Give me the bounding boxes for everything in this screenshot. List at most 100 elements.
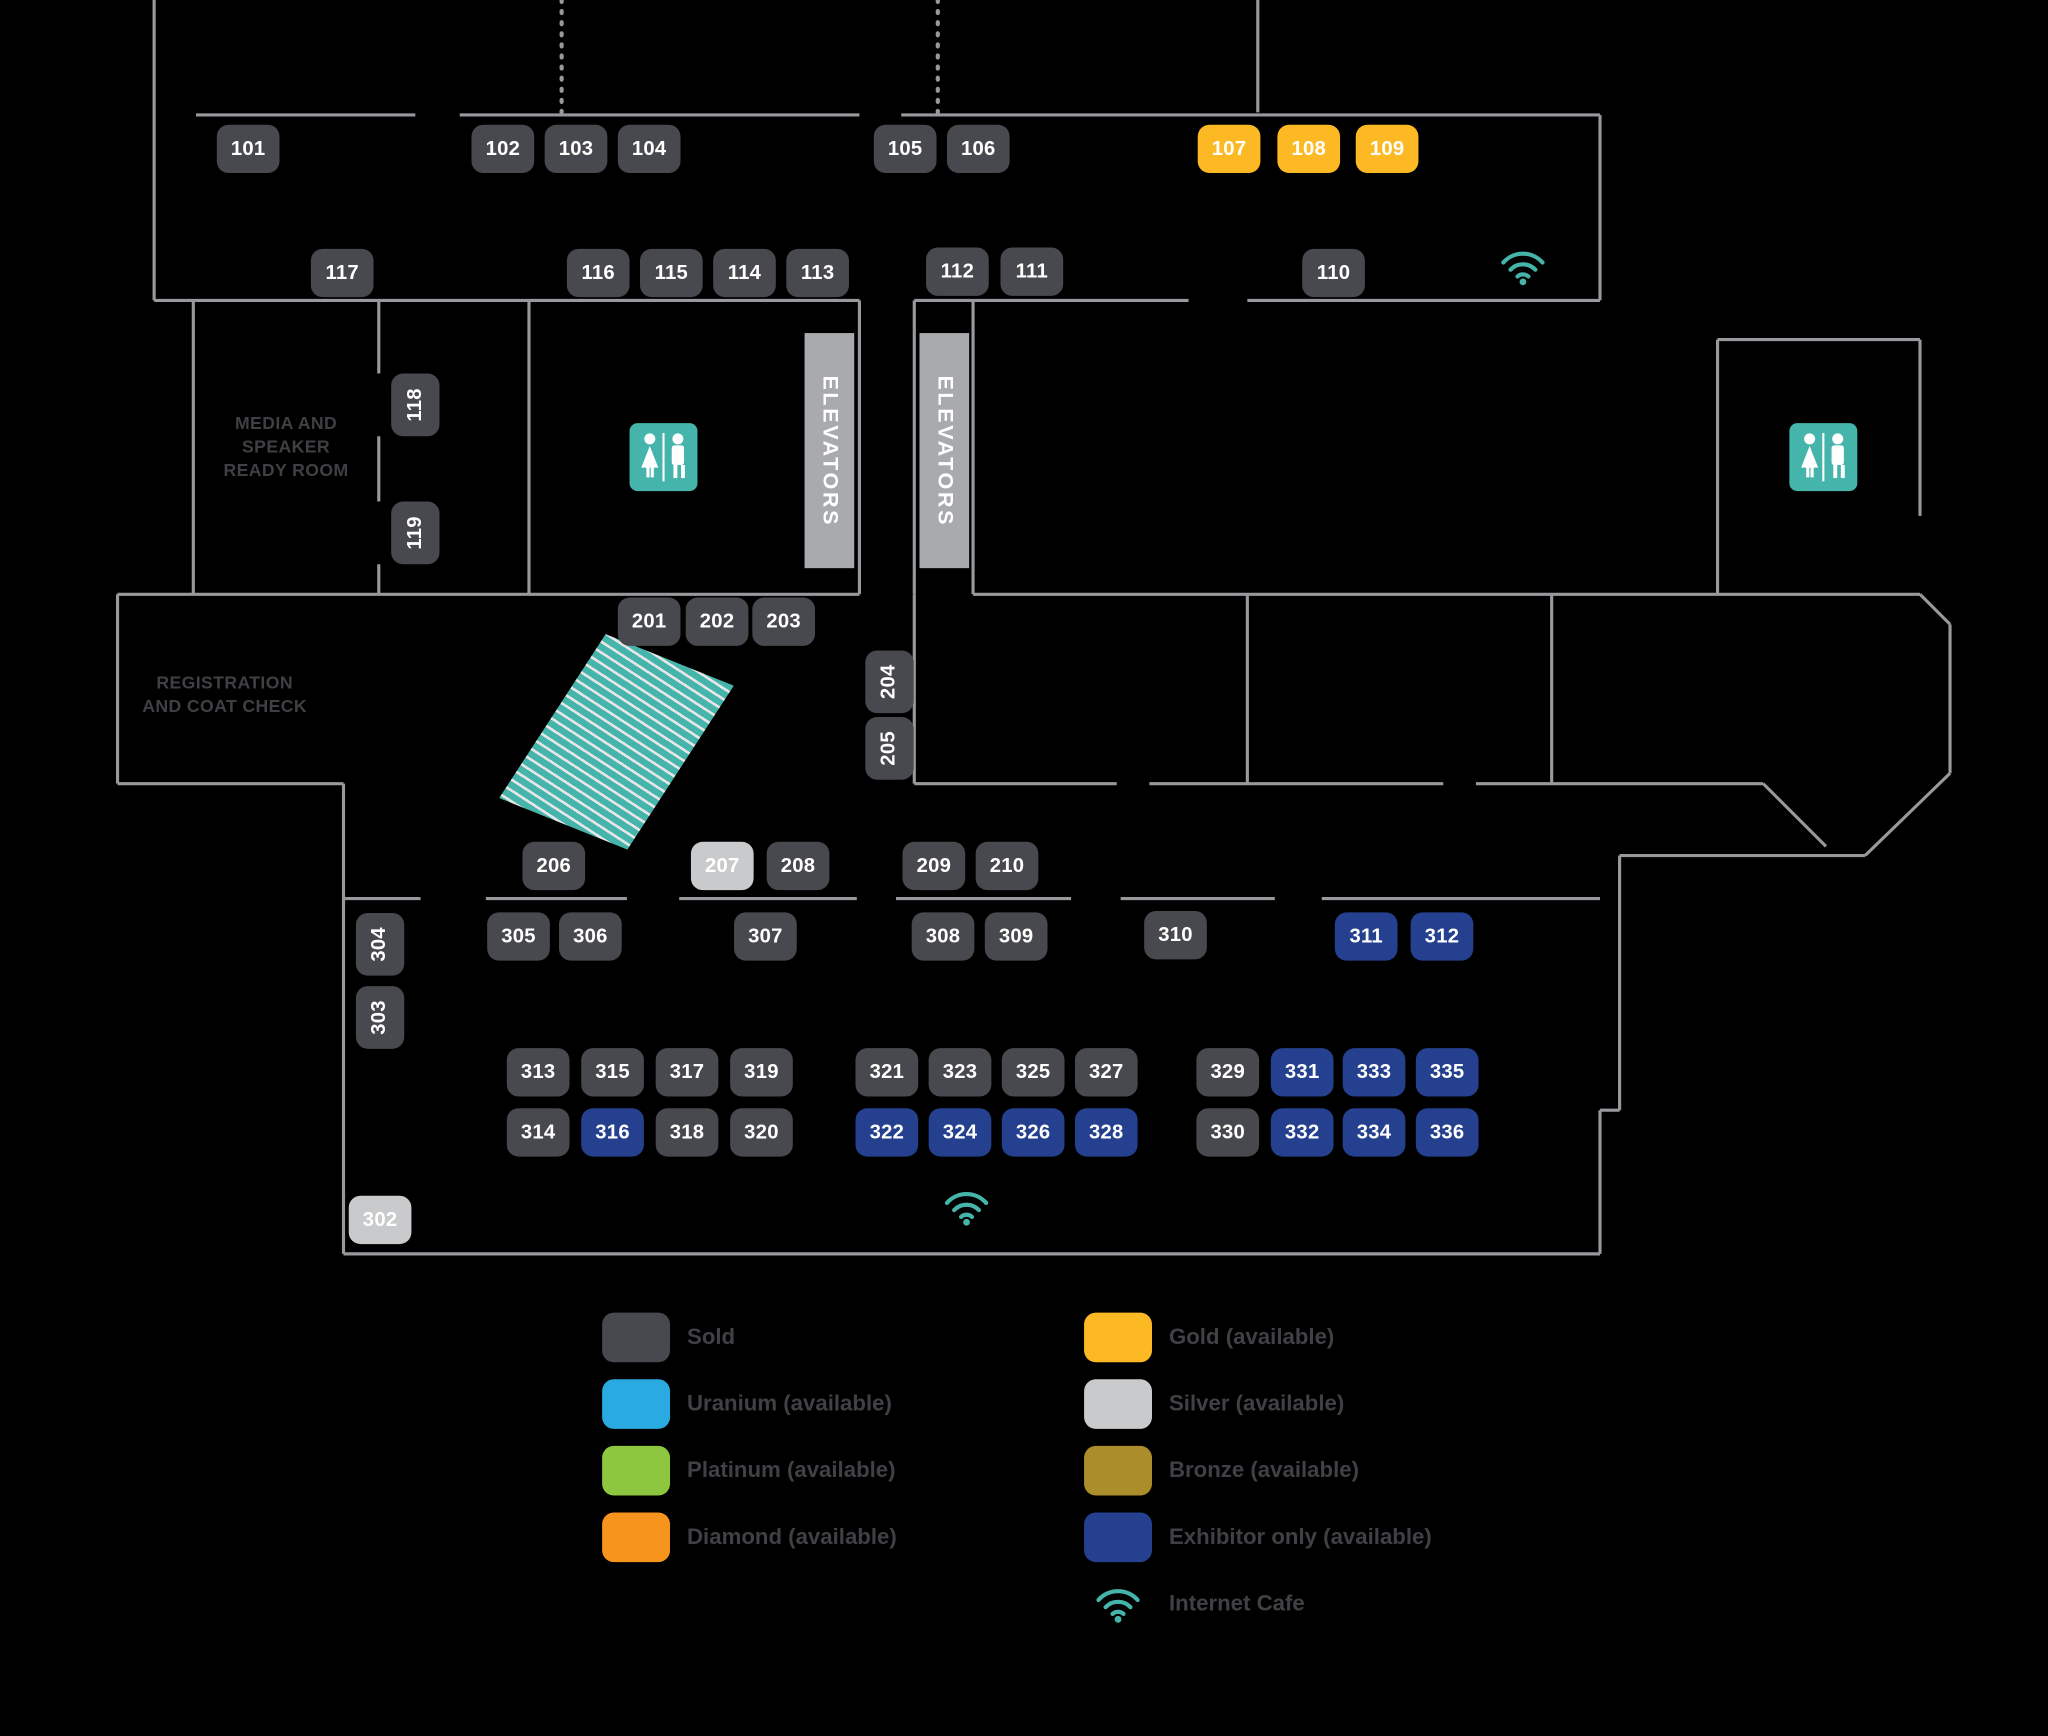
booth-105[interactable]: 105 xyxy=(873,124,937,174)
booth-318[interactable]: 318 xyxy=(655,1108,719,1157)
booth-number: 304 xyxy=(368,927,391,962)
booth-330[interactable]: 330 xyxy=(1196,1108,1260,1157)
legend-label: Diamond (available) xyxy=(687,1524,897,1550)
booth-321[interactable]: 321 xyxy=(855,1048,919,1097)
booth-112[interactable]: 112 xyxy=(926,247,989,296)
booth-109[interactable]: 109 xyxy=(1355,124,1419,174)
booth-204[interactable]: 204 xyxy=(865,650,914,714)
booth-number: 104 xyxy=(631,137,667,160)
booth-116[interactable]: 116 xyxy=(566,248,630,298)
legend-item-wifi: Internet Cafe xyxy=(1084,1579,1305,1629)
booth-number: 113 xyxy=(800,261,835,284)
booth-number: 326 xyxy=(1015,1120,1051,1143)
booth-308[interactable]: 308 xyxy=(911,912,975,961)
booth-110[interactable]: 110 xyxy=(1302,248,1365,298)
booth-316[interactable]: 316 xyxy=(581,1108,644,1157)
booth-209[interactable]: 209 xyxy=(902,841,966,891)
booth-106[interactable]: 106 xyxy=(946,124,1010,174)
booth-314[interactable]: 314 xyxy=(506,1108,570,1157)
booth-103[interactable]: 103 xyxy=(544,124,608,174)
booth-number: 331 xyxy=(1284,1060,1320,1083)
booth-324[interactable]: 324 xyxy=(928,1108,992,1157)
booth-107[interactable]: 107 xyxy=(1197,124,1261,174)
booth-306[interactable]: 306 xyxy=(559,912,622,961)
booth-329[interactable]: 329 xyxy=(1196,1048,1260,1097)
booth-number: 318 xyxy=(669,1120,705,1143)
booth-number: 315 xyxy=(595,1060,630,1083)
booth-207[interactable]: 207 xyxy=(690,841,754,891)
booth-number: 207 xyxy=(704,854,740,877)
booth-333[interactable]: 333 xyxy=(1342,1048,1406,1097)
booth-number: 115 xyxy=(654,261,689,284)
booth-number: 329 xyxy=(1210,1060,1246,1083)
booth-number: 107 xyxy=(1211,137,1247,160)
booth-113[interactable]: 113 xyxy=(786,248,849,298)
booth-310[interactable]: 310 xyxy=(1144,911,1207,960)
booth-328[interactable]: 328 xyxy=(1074,1108,1138,1157)
booth-210[interactable]: 210 xyxy=(975,841,1039,891)
booth-115[interactable]: 115 xyxy=(639,248,703,298)
booth-326[interactable]: 326 xyxy=(1001,1108,1065,1157)
restroom-icon xyxy=(629,423,698,492)
booth-114[interactable]: 114 xyxy=(713,248,776,298)
booth-number: 117 xyxy=(325,261,359,284)
legend-swatch-gold xyxy=(1084,1312,1152,1363)
booth-number: 327 xyxy=(1088,1060,1124,1083)
booth-117[interactable]: 117 xyxy=(310,248,374,298)
booth-305[interactable]: 305 xyxy=(487,912,550,961)
legend-label: Platinum (available) xyxy=(687,1457,896,1483)
booth-320[interactable]: 320 xyxy=(730,1108,793,1157)
legend-swatch-silver xyxy=(1084,1379,1152,1429)
booth-309[interactable]: 309 xyxy=(984,912,1048,961)
booth-number: 314 xyxy=(520,1120,556,1143)
booth-108[interactable]: 108 xyxy=(1277,124,1341,174)
booth-323[interactable]: 323 xyxy=(928,1048,992,1097)
booth-336[interactable]: 336 xyxy=(1415,1108,1479,1157)
booth-number: 306 xyxy=(573,924,608,947)
restroom-icon xyxy=(1789,423,1858,492)
booth-118[interactable]: 118 xyxy=(391,373,440,437)
booth-202[interactable]: 202 xyxy=(685,597,749,646)
booth-number: 333 xyxy=(1356,1060,1392,1083)
booth-number: 320 xyxy=(744,1120,779,1143)
booth-331[interactable]: 331 xyxy=(1270,1048,1334,1097)
booth-322[interactable]: 322 xyxy=(855,1108,919,1157)
elevators-bar: ELEVATORS xyxy=(804,333,855,569)
booth-206[interactable]: 206 xyxy=(522,841,586,891)
booth-number: 325 xyxy=(1015,1060,1051,1083)
booth-311[interactable]: 311 xyxy=(1334,912,1398,961)
booth-334[interactable]: 334 xyxy=(1342,1108,1406,1157)
booth-304[interactable]: 304 xyxy=(355,912,405,976)
booth-325[interactable]: 325 xyxy=(1001,1048,1065,1097)
booth-number: 317 xyxy=(669,1060,705,1083)
booth-119[interactable]: 119 xyxy=(391,501,440,565)
booth-203[interactable]: 203 xyxy=(752,597,816,646)
booth-number: 103 xyxy=(558,137,594,160)
booth-327[interactable]: 327 xyxy=(1074,1048,1138,1097)
booth-319[interactable]: 319 xyxy=(730,1048,793,1097)
booth-111[interactable]: 111 xyxy=(1000,247,1064,296)
booth-317[interactable]: 317 xyxy=(655,1048,719,1097)
booth-number: 210 xyxy=(989,854,1025,877)
booth-332[interactable]: 332 xyxy=(1270,1108,1334,1157)
booth-101[interactable]: 101 xyxy=(216,124,280,174)
booth-number: 111 xyxy=(1015,259,1048,283)
booth-303[interactable]: 303 xyxy=(355,986,405,1049)
booth-205[interactable]: 205 xyxy=(865,717,914,780)
booth-302[interactable]: 302 xyxy=(348,1195,412,1245)
booth-104[interactable]: 104 xyxy=(617,124,681,174)
booth-number: 323 xyxy=(942,1060,978,1083)
legend-item-diamond: Diamond (available) xyxy=(602,1512,897,1563)
booth-208[interactable]: 208 xyxy=(766,841,830,891)
booth-number: 118 xyxy=(403,388,426,422)
legend-swatch-platinum xyxy=(602,1445,671,1496)
booth-102[interactable]: 102 xyxy=(471,124,535,174)
booth-312[interactable]: 312 xyxy=(1410,912,1474,961)
booth-201[interactable]: 201 xyxy=(617,597,681,646)
booth-307[interactable]: 307 xyxy=(734,912,797,961)
booth-313[interactable]: 313 xyxy=(506,1048,570,1097)
booth-335[interactable]: 335 xyxy=(1415,1048,1479,1097)
booth-315[interactable]: 315 xyxy=(581,1048,644,1097)
booth-number: 336 xyxy=(1429,1120,1465,1143)
